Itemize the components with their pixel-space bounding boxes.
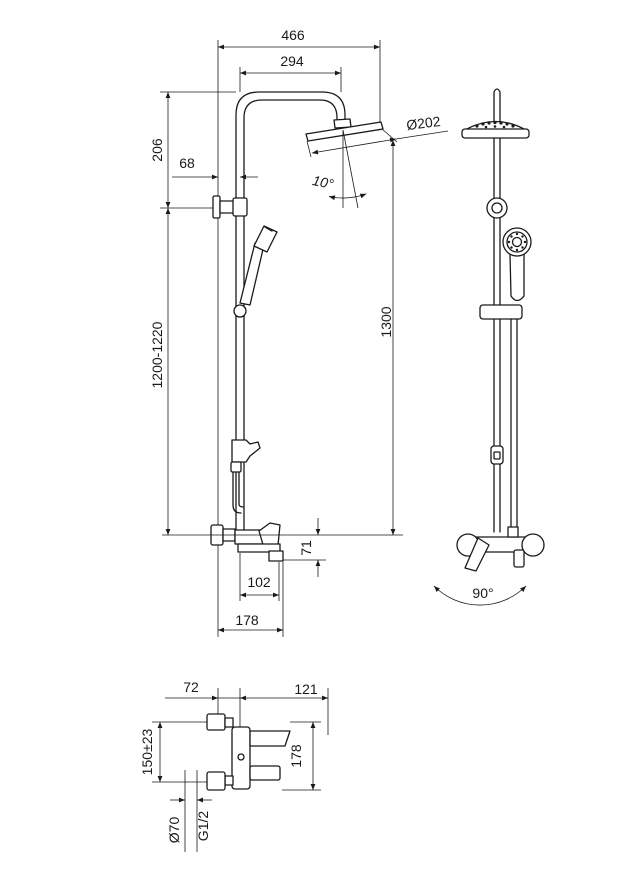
top-view: 72 121 150±23 178 Ø70 G1/2	[139, 679, 329, 852]
upper-inlet-flange	[206, 713, 226, 731]
shower-head	[305, 121, 384, 142]
extension-line	[306, 140, 312, 158]
dimension-overall-width: 466	[281, 27, 305, 43]
hose-connector	[230, 461, 242, 473]
dimension-overall-height: 1300	[378, 306, 394, 337]
riser-pipe	[493, 88, 501, 533]
angle-lever-rotation: 90°	[472, 585, 493, 601]
hand-shower-face	[264, 226, 273, 232]
slider	[479, 304, 523, 320]
dimension-arm-height: 206	[149, 138, 165, 162]
dimension-spout-width: 102	[247, 574, 271, 590]
mixer-spout	[513, 549, 525, 568]
hose-holder	[490, 445, 504, 465]
hand-shower-center	[511, 236, 523, 248]
hose-holder-detail	[493, 451, 501, 460]
dimension-inlet-spacing: 150±23	[139, 728, 155, 775]
wall-bracket-plate	[212, 195, 221, 219]
leader-line	[395, 130, 449, 140]
dimension-flange-diameter: Ø70	[166, 817, 182, 844]
dimension-arm-reach: 294	[280, 53, 304, 69]
mixer-lever	[249, 730, 291, 747]
slider-knob	[233, 304, 247, 318]
angle-head-tilt: 10°	[311, 172, 335, 192]
angle-arc-head-tilt	[328, 193, 367, 201]
hose	[232, 471, 242, 514]
hand-shower-ring	[506, 231, 528, 253]
right-inlet-flange	[521, 533, 545, 557]
shower-head-nozzles	[475, 120, 515, 129]
dimension-thread-size: G1/2	[195, 811, 211, 842]
riser-pipe-outer	[235, 91, 346, 531]
angle-arc-lever-rotation	[433, 585, 527, 606]
mixer-body	[231, 726, 251, 790]
mixer-spout	[237, 543, 281, 553]
lower-inlet-flange	[206, 771, 226, 791]
mixer-spout	[249, 765, 281, 781]
hose	[238, 471, 244, 508]
dimension-spout-reach: 121	[294, 681, 318, 697]
hose-holder	[231, 439, 261, 463]
hand-shower-nozzles	[507, 232, 527, 252]
wall-bracket-center	[491, 202, 503, 214]
extension-line	[342, 129, 359, 209]
dimension-head-diameter: Ø202	[405, 113, 441, 133]
dimension-mixer-height: 178	[288, 744, 304, 768]
front-view: 90°	[433, 88, 545, 606]
dimension-mixer-depth: 178	[235, 612, 259, 628]
dimension-rail-height: 1200-1220	[149, 321, 165, 388]
riser-pipe-inner	[243, 99, 338, 531]
side-view: 466 294 Ø202 10° 206 68	[149, 27, 449, 637]
wall-bracket	[486, 197, 508, 219]
dimension-mixer-drop: 71	[298, 540, 314, 556]
mixer-screw	[237, 753, 245, 761]
hand-shower-head	[253, 225, 278, 253]
dimension-line-head-diameter	[311, 137, 397, 155]
mixer-outlet-nut	[507, 526, 519, 538]
dimension-bracket-offset: 68	[179, 155, 195, 171]
mixer-lever	[464, 537, 490, 572]
dimension-inlet-offset: 72	[183, 679, 199, 695]
shower-head-face	[461, 128, 530, 139]
wall-bracket-clamp	[232, 197, 248, 217]
lower-inlet-connector	[224, 775, 234, 786]
spout-outlet	[268, 550, 284, 562]
upper-inlet-connector	[224, 717, 234, 728]
hand-shower-handle	[509, 253, 525, 302]
